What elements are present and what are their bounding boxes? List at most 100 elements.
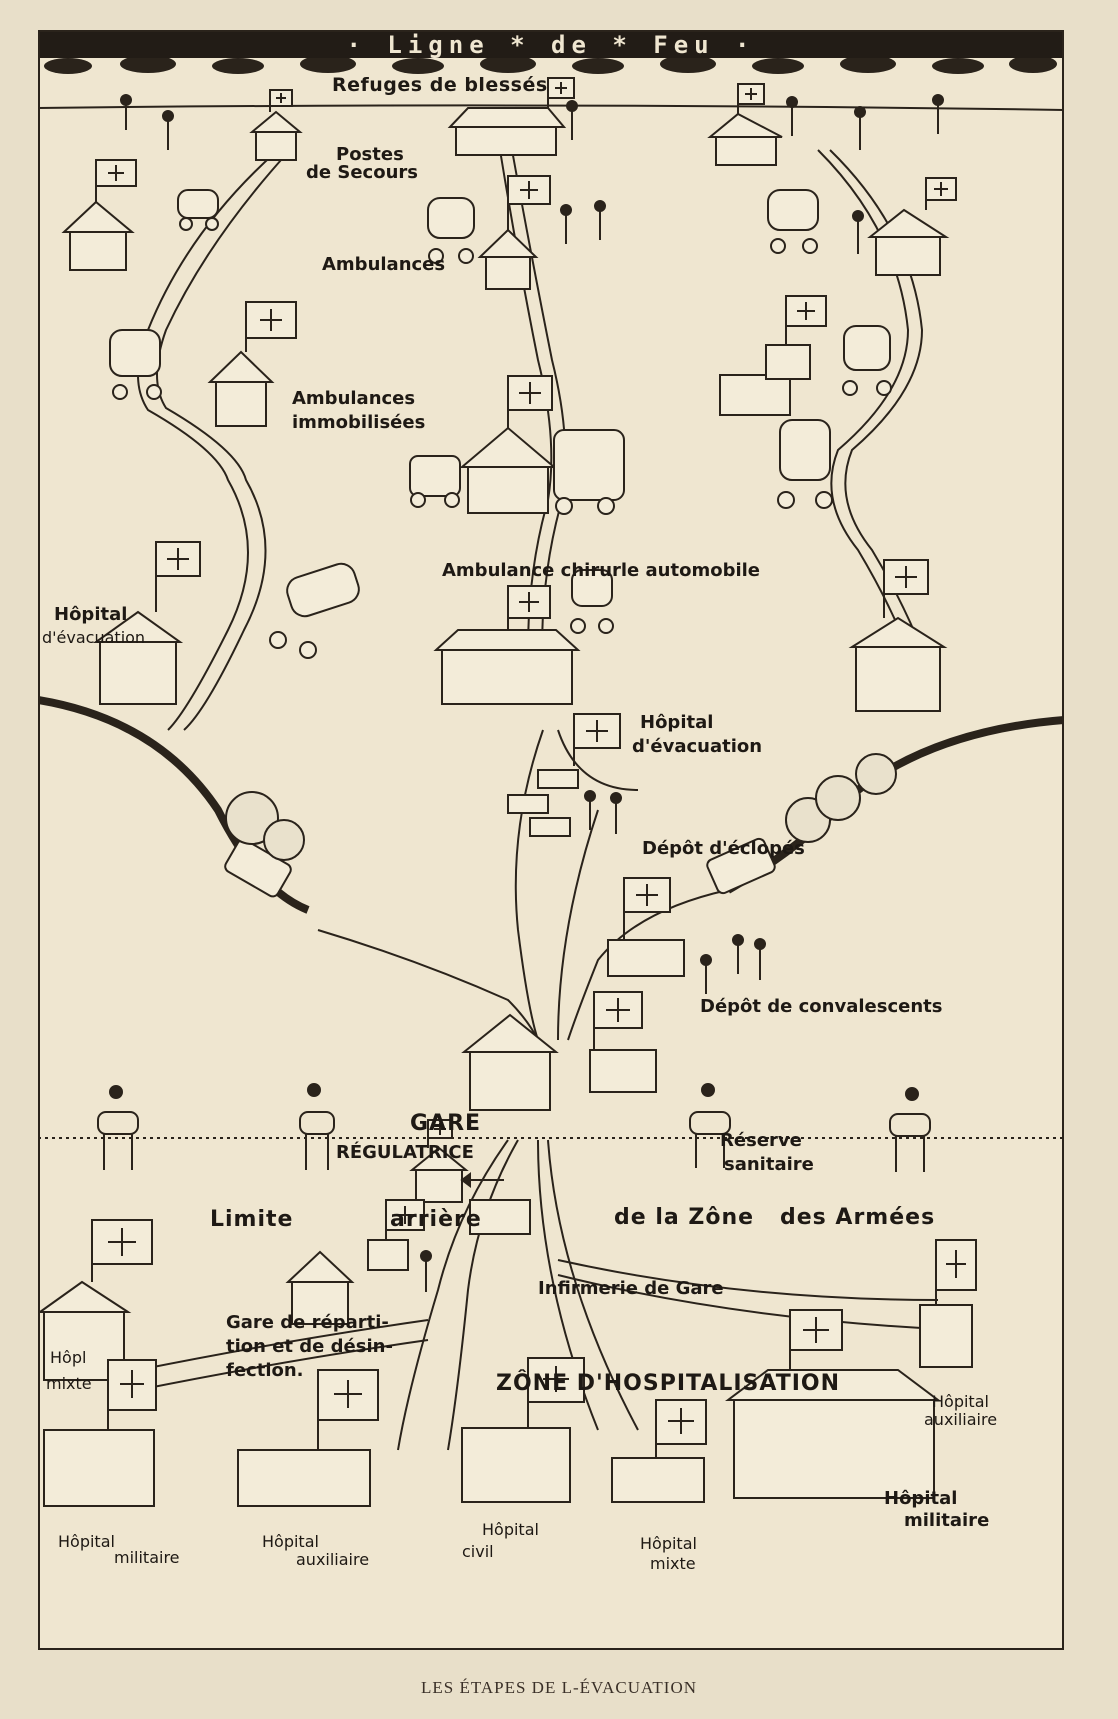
ambulance-right-cluster xyxy=(719,344,811,416)
label-hopital-militaire-left-1: Hôpital xyxy=(58,1532,115,1551)
red-cross-flag-icon xyxy=(91,1219,153,1282)
label-gare: GARE xyxy=(410,1111,482,1136)
red-cross-flag-icon xyxy=(507,375,553,428)
label-ambulances: Ambulances xyxy=(322,254,446,275)
road-fan-6 xyxy=(557,1274,959,1331)
label-hopital-evacuation-center-1: Hôpital xyxy=(640,712,714,733)
refuge-barn xyxy=(447,107,567,156)
label-hopital-auxiliaire-bottom-2: auxiliaire xyxy=(296,1550,370,1569)
cavalry-rider-icon xyxy=(299,1083,335,1170)
label-gare-repartition-2: tion et de désin- xyxy=(226,1336,393,1357)
soldier-figure-icon xyxy=(162,110,174,150)
fire-line-banner: · Ligne * de * Feu · xyxy=(40,32,1062,58)
evacuation-map xyxy=(38,55,1064,1507)
road-center-edge xyxy=(511,149,567,651)
gare-repartition-building xyxy=(367,1239,409,1271)
road-left xyxy=(137,149,279,731)
label-hopital-mixte-bottom-2: mixte xyxy=(650,1554,696,1573)
label-hopital-militaire-left-2: militaire xyxy=(114,1548,180,1567)
label-de-la-zone: de la Zône xyxy=(614,1205,755,1230)
ambulance-immobilisee-house xyxy=(207,350,275,427)
ambulance-car-icon xyxy=(427,197,475,264)
ambulance-house-center xyxy=(477,228,539,290)
label-reserve: Réserve xyxy=(720,1130,802,1151)
hopital-auxiliaire-bottom-building xyxy=(237,1449,371,1507)
label-gare-repartition-1: Gare de réparti- xyxy=(226,1312,389,1333)
ambulance-house-right xyxy=(867,208,950,276)
red-cross-flag-icon xyxy=(785,295,827,345)
red-cross-flag-icon xyxy=(573,713,621,766)
depot-convalescents-building xyxy=(607,939,685,977)
red-cross-flag-icon xyxy=(789,1309,843,1370)
road-fan-1 xyxy=(397,1139,509,1451)
label-gare-repartition-3: fection. xyxy=(226,1360,304,1381)
label-refuges-blesses: Refuges de blessés xyxy=(332,74,548,96)
ambulance-chir-barn xyxy=(459,426,557,514)
cavalry-rider-icon xyxy=(97,1085,139,1170)
label-gare-regulatrice: RÉGULATRICE xyxy=(336,1142,474,1163)
label-depot-convalescents: Dépôt de convalescents xyxy=(700,996,943,1017)
ambulance-car-icon xyxy=(777,419,833,509)
ambulance-car-icon xyxy=(842,325,892,396)
label-hopital-militaire-right-1: Hôpital xyxy=(884,1488,958,1509)
red-cross-flag-icon xyxy=(547,77,575,108)
refuge-house-right xyxy=(707,112,783,166)
hopital-mixte-bottom-building xyxy=(611,1457,705,1503)
soldier-figure-icon xyxy=(754,938,766,980)
road-fan-4 xyxy=(547,1139,639,1431)
red-cross-flag-icon xyxy=(507,175,551,230)
red-cross-flag-icon xyxy=(155,541,201,612)
road-trunk-a xyxy=(514,729,544,1041)
label-arriere: arrière xyxy=(390,1207,482,1232)
red-cross-flag-icon xyxy=(935,1239,977,1305)
ambulance-car-icon xyxy=(269,562,360,659)
red-cross-flag-icon xyxy=(385,1199,425,1240)
locomotive-right-icon xyxy=(706,753,897,895)
front-ground-line xyxy=(38,104,1064,111)
label-hopital-civil-1: Hôpital xyxy=(482,1520,539,1539)
ambulance-house-left xyxy=(61,200,135,271)
label-infirmerie-gare: Infirmerie de Gare xyxy=(538,1278,724,1299)
label-hopital-mixte-left-1: Hôpl xyxy=(50,1348,87,1367)
label-hopital-auxiliaire-right-2: auxiliaire xyxy=(924,1410,998,1429)
road-fan-2 xyxy=(447,1139,519,1451)
label-ambulances-immobilisees-1: Ambulances xyxy=(292,388,416,409)
soldier-figure-icon xyxy=(732,934,744,974)
red-cross-flag-icon xyxy=(655,1399,707,1458)
red-cross-flag-icon xyxy=(245,301,297,352)
ambulance-car-icon xyxy=(767,189,819,254)
hopital-evac-right-building xyxy=(848,616,948,712)
label-hopital-evacuation-center-2: d'évacuation xyxy=(632,736,763,757)
gare-regulatrice-shed xyxy=(461,1013,559,1111)
label-depot-eclopes: Dépôt d'éclopés xyxy=(642,838,805,859)
red-cross-flag-icon xyxy=(527,1357,585,1428)
hopital-evac-left-building xyxy=(92,610,184,705)
depot-eclopes-huts xyxy=(507,769,579,837)
red-cross-flag-icon xyxy=(95,159,137,202)
red-cross-flag-icon xyxy=(737,83,765,114)
soldier-figure-icon xyxy=(594,200,606,240)
red-cross-flag-icon xyxy=(107,1359,157,1430)
soldier-figure-icon xyxy=(610,792,622,834)
road-from-right-train xyxy=(567,889,729,1041)
label-postes-secours: de Secours xyxy=(306,162,418,183)
red-cross-flag-icon xyxy=(269,89,293,112)
red-cross-flag-icon xyxy=(883,559,929,618)
infirmerie-gare-building xyxy=(409,1146,469,1203)
shed-near-infirmerie xyxy=(469,1199,531,1235)
soldier-figure-icon xyxy=(852,210,864,254)
soldier-figure-icon xyxy=(560,204,572,244)
soldier-figure-icon xyxy=(584,790,596,830)
ambulance-car-icon xyxy=(553,429,625,515)
label-zone-hospitalisation: ZÔNE D'HOSPITALISATION xyxy=(496,1371,841,1396)
hopital-militaire-left-building xyxy=(43,1429,155,1507)
house-small-gare-rep xyxy=(285,1250,355,1325)
locomotive-left-icon xyxy=(224,791,305,898)
label-hopital-evacuation-left-2: d'évacuation xyxy=(42,628,146,647)
red-cross-flag-icon xyxy=(593,991,643,1050)
red-cross-flag-icon xyxy=(507,585,551,630)
soldier-figure-icon xyxy=(932,94,944,134)
red-cross-flag-icon xyxy=(427,1119,453,1148)
ambulance-car-icon xyxy=(570,569,614,634)
soldier-figure-icon xyxy=(700,954,712,994)
